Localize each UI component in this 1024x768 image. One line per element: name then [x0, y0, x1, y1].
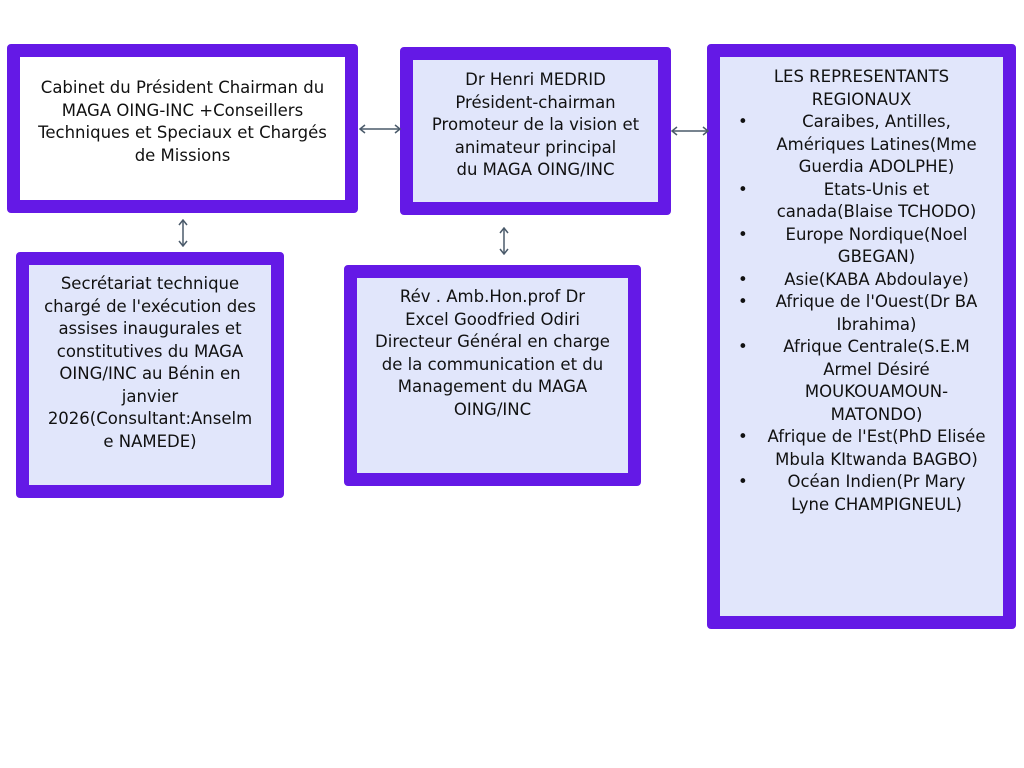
representants-box: LES REPRESENTANTS REGIONAUX Caraibes, An… [707, 44, 1016, 629]
vertical-double-arrow-icon [499, 227, 509, 255]
title-line: LES REPRESENTANTS [773, 67, 950, 86]
text-line: Excel Goodfried Odiri [405, 309, 580, 329]
text-line: OING/INC au Bénin en [59, 364, 241, 383]
text-line: 2026(Consultant:Anselm [47, 409, 253, 428]
text-line: Management du MAGA [397, 377, 588, 396]
vertical-double-arrow-icon [178, 219, 188, 247]
text-line: MATONDO) [830, 404, 923, 424]
cabinet-box: Cabinet du Président Chairman du MAGA OI… [7, 44, 358, 213]
text-line: canada(Blaise TCHODO) [776, 202, 977, 221]
text-line: de Missions [134, 145, 231, 165]
text-line: Dr Henri MEDRID [465, 70, 606, 89]
text-line: Guerdia ADOLPHE) [798, 157, 955, 176]
text-line: Cabinet du Président Chairman du [40, 78, 325, 97]
text-line: de la communication et du [381, 354, 604, 374]
text-line: GBEGAN) [837, 247, 916, 266]
secretariat-box: Secrétariat technique chargé de l'exécut… [16, 252, 284, 498]
text-line: Amériques Latines(Mme [776, 134, 977, 154]
text-line: Ibrahima) [836, 314, 917, 334]
text-line: constitutives du MAGA [56, 341, 244, 361]
text-line: Etats-Unis et [823, 179, 930, 199]
title-line: REGIONAUX [811, 89, 912, 109]
text-line: Président-chairman [455, 92, 616, 112]
text-line: Afrique de l'Est(PhD Elisée [767, 427, 986, 446]
representant-item: Afrique Centrale(S.E.M Armel DésiréMOUKOU… [720, 336, 1003, 426]
text-line: du MAGA OING/INC [456, 160, 615, 179]
double-arrow-icon [358, 124, 402, 134]
representant-item: Caraibes, Antilles, Amériques Latines(Mme… [720, 111, 1003, 179]
president-box: Dr Henri MEDRID Président-chairman Promo… [400, 47, 671, 215]
text-line: animateur principal [454, 137, 617, 157]
double-arrow-icon [670, 126, 710, 136]
text-line: Mbula KItwanda BAGBO) [775, 449, 978, 469]
text-line: MAGA OING-INC +Conseillers [61, 100, 304, 120]
representant-item: Afrique de l'Ouest(Dr BA Ibrahima) [720, 291, 1003, 336]
text-line: MOUKOUAMOUN- [804, 382, 949, 401]
text-line: Océan Indien(Pr Mary [787, 472, 966, 491]
text-line: Afrique Centrale(S.E.M [783, 337, 970, 356]
text-line: janvier [121, 386, 179, 406]
text-line: Lyne CHAMPIGNEUL) [791, 494, 962, 514]
text-line: Caraibes, Antilles, [802, 112, 951, 131]
text-line: Techniques et Speciaux et Chargés [38, 123, 327, 142]
text-line: OING/INC [453, 399, 532, 419]
text-line: Afrique de l'Ouest(Dr BA [775, 292, 978, 311]
text-line: chargé de l'exécution des [44, 296, 256, 316]
text-line: Secrétariat technique [60, 274, 240, 293]
text-line: Directeur Général en charge [375, 332, 610, 351]
text-line: Armel Désiré [823, 359, 930, 379]
text-line: e NAMEDE) [103, 431, 197, 451]
representant-item: Etats-Unis et canada(Blaise TCHODO) [720, 179, 1003, 224]
representants-list: Caraibes, Antilles, Amériques Latines(Mme… [720, 111, 1003, 516]
text-line: Rév . Amb.Hon.prof Dr [399, 287, 586, 306]
directeur-box: Rév . Amb.Hon.prof Dr Excel Goodfried Od… [344, 265, 641, 486]
text-line: Europe Nordique(Noel [785, 224, 968, 244]
text-line: assises inaugurales et [58, 319, 242, 338]
representant-item: Asie(KABA Abdoulaye) [720, 269, 1003, 292]
text-line: Asie(KABA Abdoulaye) [784, 269, 969, 289]
text-line: Promoteur de la vision et [431, 115, 640, 134]
